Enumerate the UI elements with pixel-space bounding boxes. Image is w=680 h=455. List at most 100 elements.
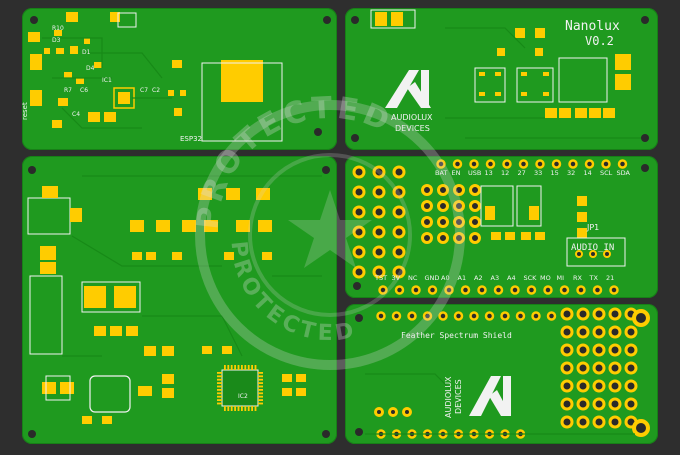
- plated-hole: [421, 200, 433, 212]
- header-hole: [510, 285, 520, 295]
- plated-hole: [576, 415, 590, 429]
- plated-hole: [352, 245, 366, 259]
- brand-line2: DEVICES: [395, 124, 430, 133]
- header-hole: [452, 159, 463, 169]
- board-top-left-art: [28, 12, 331, 142]
- pin-label: 13: [484, 169, 493, 177]
- plated-hole: [560, 379, 574, 393]
- plated-hole: [560, 397, 574, 411]
- plated-hole: [453, 216, 465, 228]
- plated-hole: [576, 397, 590, 411]
- silk-c7: C7: [140, 87, 149, 94]
- plated-hole: [592, 397, 606, 411]
- shield-title: Feather Spectrum Shield: [401, 331, 512, 340]
- pin-label: 21: [606, 274, 615, 282]
- plated-hole: [592, 361, 606, 375]
- pin-label: 14: [583, 169, 592, 177]
- silk-ic1: IC1: [102, 77, 112, 84]
- plated-hole: [392, 225, 406, 239]
- plated-hole: [392, 265, 406, 279]
- pin-label: A0: [441, 274, 450, 282]
- header-hole: [551, 159, 562, 169]
- header-hole: [576, 285, 586, 295]
- plated-hole: [592, 307, 606, 321]
- silk-r10: R10: [52, 25, 64, 32]
- header-hole: [411, 285, 421, 295]
- plated-hole: [372, 185, 386, 199]
- pin-label: 15: [550, 169, 559, 177]
- header-hole: [477, 285, 487, 295]
- header-hole: [546, 311, 557, 321]
- silk-c6: C6: [80, 87, 89, 94]
- plated-hole: [453, 232, 465, 244]
- board-bottom-right-art: [355, 307, 650, 439]
- plated-hole: [392, 165, 406, 179]
- plated-hole: [592, 415, 606, 429]
- plated-hole: [624, 361, 638, 375]
- plated-hole: [453, 200, 465, 212]
- header-hole: [568, 159, 578, 169]
- pin-label: A4: [507, 274, 516, 282]
- header-hole: [427, 285, 438, 295]
- header-hole: [422, 311, 433, 321]
- brand-vertical-2: DEVICES: [454, 379, 463, 414]
- header-hole: [484, 311, 495, 321]
- brand-line1: AUDIOLUX: [391, 113, 433, 122]
- pin-label: 33: [534, 169, 543, 177]
- header-hole: [601, 159, 611, 169]
- header-hole: [485, 159, 496, 169]
- silk-esp32: ESP32: [180, 135, 202, 143]
- header-hole: [469, 159, 479, 169]
- plated-hole: [372, 205, 386, 219]
- plated-hole: [437, 184, 449, 196]
- header-hole: [378, 285, 388, 295]
- pin-label: 27: [517, 169, 526, 177]
- plated-hole: [372, 265, 386, 279]
- silk-c2: C2: [152, 87, 161, 94]
- plated-hole: [372, 225, 386, 239]
- plated-hole: [437, 216, 449, 228]
- plated-hole: [437, 232, 449, 244]
- pin-label: TX: [589, 274, 598, 282]
- silk-d1: D1: [82, 49, 91, 56]
- header-hole: [535, 159, 545, 169]
- header-hole: [376, 311, 386, 321]
- plated-hole: [372, 245, 386, 259]
- plated-hole: [608, 343, 622, 357]
- plated-hole: [352, 165, 366, 179]
- plated-hole: [352, 265, 366, 279]
- pin-label: A3: [490, 274, 500, 282]
- header-hole: [407, 311, 417, 321]
- plated-hole: [421, 232, 433, 244]
- plated-hole: [592, 343, 606, 357]
- pin-label: USB: [468, 169, 482, 177]
- pin-label: A2: [474, 274, 483, 282]
- plated-hole: [453, 184, 465, 196]
- plated-hole: [608, 397, 622, 411]
- header-hole: [500, 311, 510, 321]
- plated-hole: [608, 325, 622, 339]
- plated-hole: [576, 379, 590, 393]
- pin-label: MO: [540, 274, 551, 282]
- header-hole: [391, 311, 402, 321]
- brand-vertical-1: AUDIOLUX: [444, 376, 453, 418]
- header-hole: [502, 159, 512, 169]
- header-hole: [453, 311, 464, 321]
- silk-reset: reset: [22, 102, 29, 120]
- header-hole: [584, 159, 595, 169]
- plated-hole: [392, 185, 406, 199]
- pin-label: TST: [375, 274, 388, 282]
- audio-in-label: AUDIO_IN: [571, 243, 615, 253]
- plated-hole: [560, 343, 574, 357]
- header-hole: [543, 285, 553, 295]
- silk-r7: R7: [64, 87, 72, 94]
- board-bottom-right: Feather Spectrum Shield AUDIOLUX DEVICES: [345, 304, 658, 444]
- pin-label: GND: [424, 274, 440, 282]
- plated-hole: [421, 184, 433, 196]
- plated-hole: [560, 361, 574, 375]
- plated-hole: [608, 415, 622, 429]
- header-hole: [438, 311, 448, 321]
- plated-hole: [624, 325, 638, 339]
- plated-hole: [608, 379, 622, 393]
- plated-hole: [469, 216, 481, 228]
